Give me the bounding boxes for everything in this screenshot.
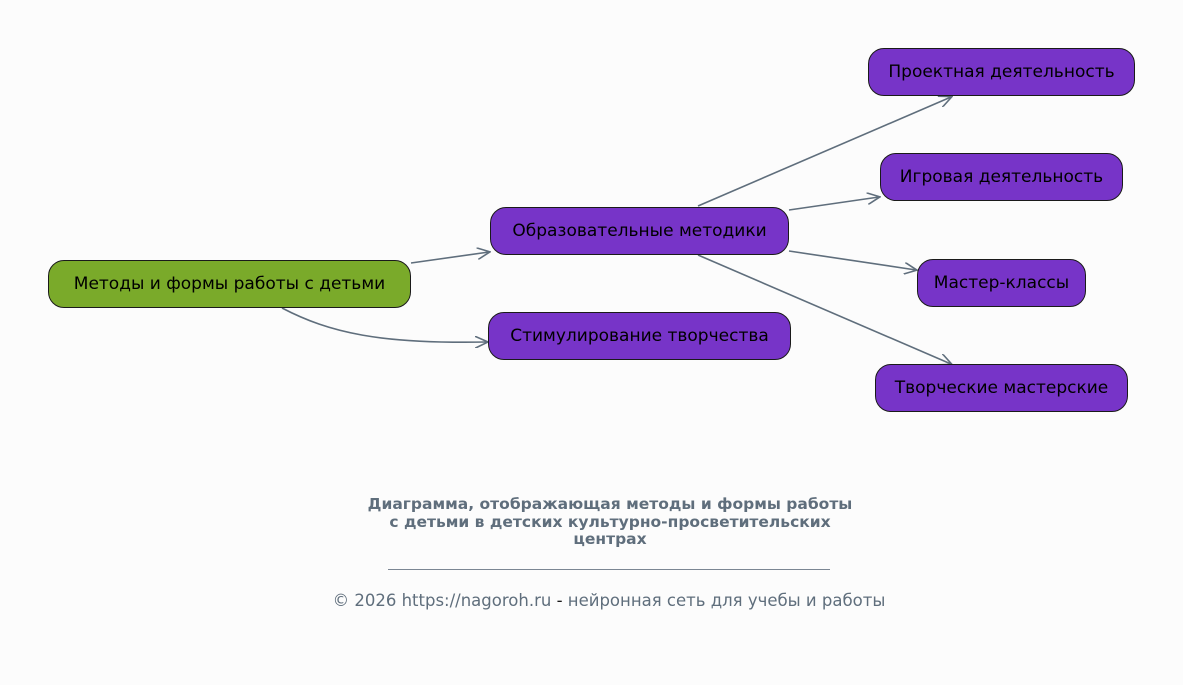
- node-game-activity: Игровая деятельность: [880, 153, 1123, 201]
- edge-root-to-methods: [410, 252, 489, 264]
- node-creative-workshops: Творческие мастерские: [875, 364, 1128, 412]
- caption-divider: [388, 569, 830, 570]
- footer: © 2026 https://nagoroh.ru - нейронная се…: [0, 591, 1183, 610]
- edge-methods-to-games: [788, 197, 879, 211]
- node-master-classes: Мастер-классы: [917, 259, 1086, 307]
- edge-methods-to-projects: [697, 97, 951, 207]
- footer-copyright: © 2026 https://nagoroh.ru: [332, 591, 552, 610]
- node-project-activity: Проектная деятельность: [868, 48, 1135, 96]
- footer-tagline: нейронная сеть для учебы и работы: [567, 591, 886, 610]
- node-root: Методы и формы работы с детьми: [48, 260, 411, 308]
- node-educational-methods: Образовательные методики: [490, 207, 789, 255]
- edge-root-to-creativity: [281, 307, 487, 342]
- edge-methods-to-workshops: [697, 254, 951, 364]
- caption-line-1: Диаграмма, отображающая методы и формы р…: [367, 495, 853, 513]
- caption-line-2: с детьми в детских культурно-просветител…: [389, 512, 831, 531]
- edge-methods-to-masterclasses: [788, 250, 916, 270]
- diagram-caption: Диаграмма, отображающая методы и формы р…: [340, 495, 880, 549]
- footer-separator: -: [556, 591, 563, 610]
- node-stimulating-creativity: Стимулирование творчества: [488, 312, 791, 360]
- caption-line-3: центрах: [573, 530, 647, 548]
